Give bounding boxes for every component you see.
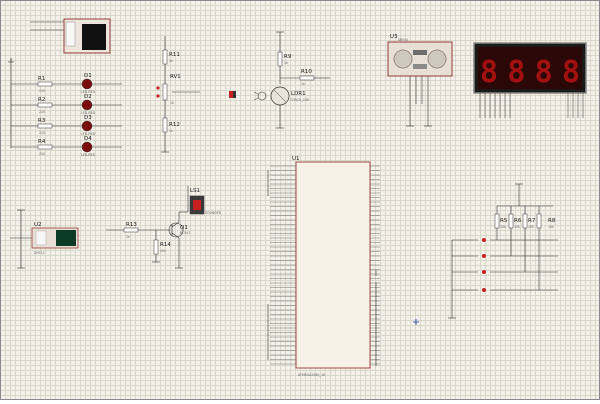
d3-label: D3	[84, 115, 92, 121]
mcu-left-bus	[267, 170, 377, 366]
r14-value: 10k	[160, 249, 166, 253]
potentiometer-rv1[interactable]: R11 1k RV1 1k R12 1k	[156, 36, 200, 153]
ultrasonic-sensor-u3[interactable]: U3 SRF04	[387, 34, 453, 127]
led-circuit-3[interactable]: R3 220 D3 LED-RED	[11, 115, 122, 136]
r9-label: R9	[284, 54, 292, 60]
r4-value: 220	[39, 152, 45, 156]
light-rays-icon	[253, 91, 267, 101]
led-circuit-4[interactable]: R4 220 D4 LED-RED	[11, 136, 122, 157]
rv1-label: RV1	[170, 74, 181, 80]
crosshair-icon	[413, 319, 419, 325]
u2-label: U2	[34, 222, 42, 228]
switch-4[interactable]	[482, 288, 486, 292]
r5-value: 10k	[500, 225, 506, 229]
q1-value: BC547	[180, 231, 190, 235]
keypad-matrix[interactable]: R5 10k R6 10k R7 10k R8 10k	[448, 183, 558, 319]
r8-value: 10k	[548, 225, 554, 229]
led-circuit-1[interactable]: R1 220 D1 LED-RED	[11, 73, 122, 94]
r5-label: R5	[500, 218, 508, 224]
r1-label: R1	[38, 76, 45, 82]
d1-label: D1	[84, 73, 92, 79]
ls1-label: LS1	[190, 188, 200, 194]
torch-icon	[229, 91, 236, 98]
led-d4[interactable]	[81, 141, 93, 153]
transistor-q1[interactable]	[168, 222, 184, 238]
d2-label: D2	[84, 94, 92, 100]
u3-label: U3	[390, 34, 398, 40]
r3-value: 220	[39, 131, 45, 135]
d4-value: LED-RED	[81, 153, 96, 157]
dht11-sensor-u2[interactable]: U2 DHT11	[10, 209, 79, 269]
u1-pins	[270, 165, 380, 365]
q1-label: Q1	[180, 225, 188, 231]
r3-label: R3	[38, 118, 46, 124]
u1-value: ATMEGA2560_16	[298, 373, 325, 377]
u1-label: U1	[292, 156, 300, 162]
led-d3[interactable]	[81, 120, 93, 132]
switch-1[interactable]	[482, 238, 486, 242]
u2-value: DHT11	[34, 251, 45, 255]
led-circuit-2[interactable]: R2 220 D2 LED-RED	[11, 94, 122, 115]
r10-label: R10	[301, 69, 312, 75]
d2-value: LED-RED	[81, 111, 96, 115]
r6-value: 10k	[514, 225, 520, 229]
d1-value: LED-RED	[81, 90, 96, 94]
microcontroller-u1[interactable]: U1 ATMEGA2560_16	[270, 156, 380, 377]
r7-value: 10k	[528, 225, 534, 229]
r10-value: 1k	[301, 82, 305, 86]
r12-label: R12	[169, 122, 180, 128]
r4-label: R4	[38, 139, 46, 145]
buzzer-driver[interactable]: R13 1k Q1 BC547 R14 10k LS1 SOUNDER	[106, 186, 222, 269]
seven-segment-display[interactable]: 8888	[473, 42, 587, 118]
left-power-rail	[8, 58, 14, 148]
switch-3[interactable]	[482, 270, 486, 274]
r6-label: R6	[514, 218, 522, 224]
u3-value: SRF04	[398, 38, 408, 42]
r11-label: R11	[169, 52, 180, 58]
ldr-circuit[interactable]: R9 1k R10 1k LDR1 TORCH_LDR	[229, 31, 330, 129]
r11-value: 1k	[169, 59, 173, 63]
rv1-value: 1k	[170, 101, 174, 105]
switch-2[interactable]	[482, 254, 486, 258]
led-d1[interactable]	[81, 78, 93, 90]
r12-value: 1k	[169, 129, 173, 133]
r13-value: 1k	[126, 235, 130, 239]
r7-label: R7	[528, 218, 536, 224]
r2-value: 220	[39, 110, 45, 114]
r14-label: R14	[160, 242, 171, 248]
r2-label: R2	[38, 97, 45, 103]
d3-value: LED-RED	[81, 132, 96, 136]
r8-label: R8	[548, 218, 556, 224]
ls1-value: SOUNDER	[205, 211, 222, 215]
r1-value: 220	[39, 89, 45, 93]
led-d2[interactable]	[81, 99, 93, 111]
top-left-module[interactable]	[30, 18, 111, 54]
r9-value: 1k	[284, 61, 288, 65]
r13-label: R13	[126, 222, 137, 228]
ldr1-label: LDR1	[291, 91, 306, 97]
d4-label: D4	[84, 136, 92, 142]
ldr1-value: TORCH_LDR	[289, 98, 310, 102]
